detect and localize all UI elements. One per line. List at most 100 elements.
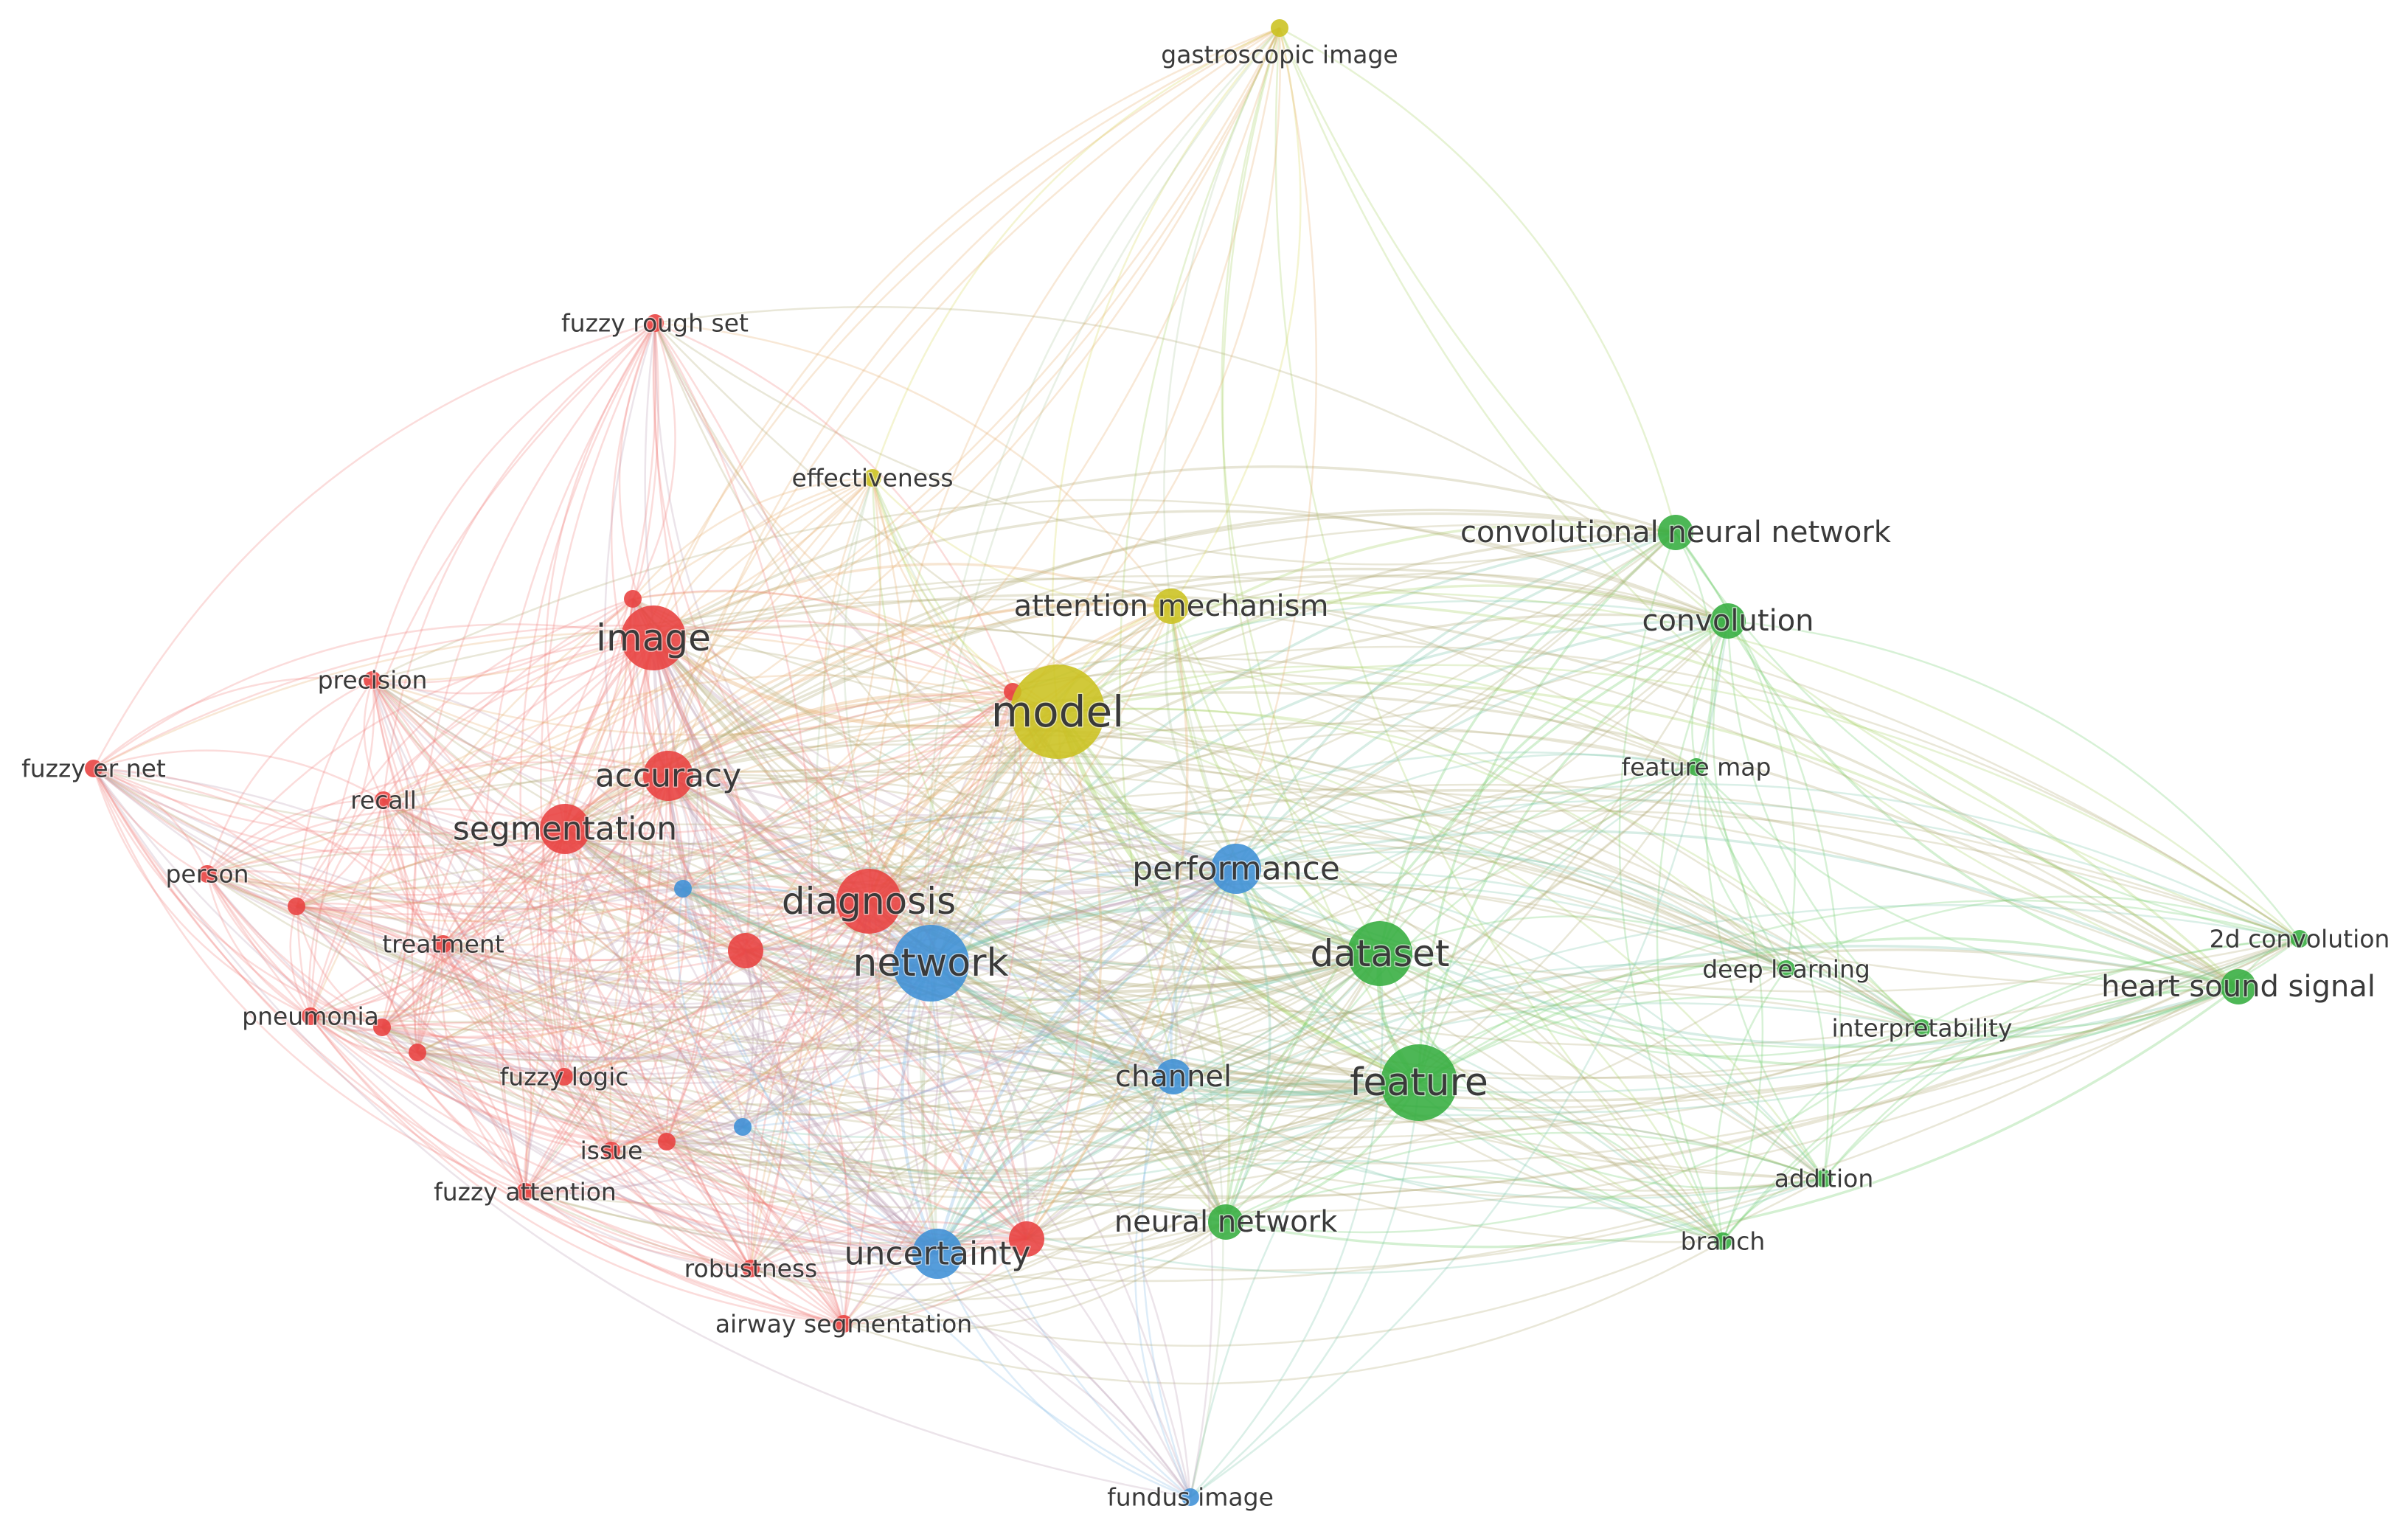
- link-segmentation-performance: [564, 827, 1237, 926]
- node-fuzzy-attention[interactable]: [516, 1183, 534, 1201]
- link-branch-model: [1057, 710, 1724, 1242]
- link-red_node_e-accuracy: [381, 775, 670, 1029]
- link-red_node_e-fuzzy_rough_set: [381, 322, 657, 1028]
- node-feature-map[interactable]: [1687, 758, 1705, 776]
- node-dataset[interactable]: [1347, 921, 1412, 986]
- node-pneumonia[interactable]: [302, 1007, 319, 1025]
- link-fuzzy_logic-red_node_e: [381, 1023, 565, 1077]
- node-red-node-g[interactable]: [658, 1133, 676, 1150]
- node-treatment[interactable]: [434, 935, 452, 953]
- link-recall-robustness: [382, 799, 752, 1270]
- node-performance[interactable]: [1211, 844, 1261, 894]
- node-recall[interactable]: [375, 791, 392, 809]
- link-image-performance: [652, 636, 1237, 871]
- node-fuzzy-rough-set[interactable]: [646, 314, 664, 332]
- link-fuzzy_rough_set-dataset: [653, 322, 1381, 955]
- link-heart_sound_signal-uncertainty: [937, 945, 2239, 1255]
- link-fuzzy_er_net-convolutional_neural_network: [93, 531, 1676, 846]
- node-convolutional-neural-network[interactable]: [1658, 515, 1693, 550]
- link-performance-uncertainty: [935, 867, 1238, 1254]
- node-interpretability[interactable]: [1913, 1019, 1931, 1037]
- node-network[interactable]: [892, 925, 969, 1002]
- link-person-pneumonia: [206, 873, 311, 1018]
- node-red-node-d[interactable]: [288, 898, 305, 915]
- link-person-fuzzy_logic: [206, 873, 565, 1078]
- node-convolution[interactable]: [1710, 603, 1746, 639]
- node-airway-segmentation[interactable]: [835, 1315, 853, 1333]
- node-diagnosis[interactable]: [836, 869, 901, 934]
- node-addition[interactable]: [1815, 1170, 1833, 1187]
- link-issue-airway_segmentation: [610, 1150, 844, 1325]
- link-fuzzy_rough_set-diagnosis: [652, 322, 870, 902]
- node-fuzzy-er-net[interactable]: [85, 760, 103, 777]
- link-blue_node_a-model: [682, 711, 1058, 890]
- node-red-node-f[interactable]: [409, 1044, 426, 1061]
- link-treatment-fuzzy_rough_set: [443, 322, 659, 945]
- link-addition-red_node_h: [1026, 1117, 1825, 1240]
- link-model-fuzzy_er_net: [93, 631, 1058, 770]
- node-fuzzy-logic[interactable]: [555, 1068, 573, 1086]
- link-attention_mechanism-treatment: [443, 605, 1172, 945]
- node-effectiveness[interactable]: [864, 469, 881, 487]
- link-recall-feature: [383, 799, 1420, 1100]
- link-fuzzy_er_net-diagnosis: [93, 767, 870, 934]
- node-issue[interactable]: [603, 1142, 620, 1159]
- node-blue-node-b[interactable]: [734, 1118, 752, 1136]
- link-effectiveness-pneumonia: [309, 476, 873, 1017]
- link-image-red_node_f: [416, 636, 654, 1053]
- node-branch[interactable]: [1714, 1232, 1732, 1250]
- link-treatment-red_node_g: [442, 943, 667, 1143]
- link-person-airway_segmentation: [206, 873, 844, 1325]
- node-red-node-b[interactable]: [624, 590, 642, 608]
- node-blue-node-a[interactable]: [674, 880, 692, 898]
- node-deep-learning[interactable]: [1777, 960, 1795, 978]
- node-channel[interactable]: [1156, 1059, 1191, 1094]
- node-heart-sound-signal[interactable]: [2221, 969, 2256, 1004]
- link-image-diagnosis: [651, 637, 870, 903]
- node-fundus-image[interactable]: [1182, 1488, 1199, 1506]
- node-red-node-h[interactable]: [1009, 1221, 1044, 1257]
- link-deep_learning-fuzzy_logic: [563, 882, 1787, 1078]
- link-recall-heart_sound_signal: [383, 799, 2239, 1109]
- link-airway_segmentation-feature: [843, 1082, 1420, 1325]
- node-robustness[interactable]: [742, 1260, 760, 1277]
- link-gastroscopic_image-segmentation: [563, 27, 1280, 830]
- link-red_node_d-model: [296, 711, 1058, 923]
- link-segmentation-issue: [548, 828, 613, 1151]
- link-treatment-red_node_h: [443, 943, 1027, 1240]
- node-gastroscopic-image[interactable]: [1271, 19, 1288, 37]
- label-feature-map: feature map: [1622, 753, 1772, 782]
- link-red_node_a-effectiveness: [745, 477, 881, 951]
- link-robustness-red_node_a: [744, 950, 785, 1269]
- link-fuzzy_attention-uncertainty: [524, 1190, 938, 1274]
- node-segmentation[interactable]: [540, 804, 590, 854]
- link-blue_node_b-addition: [742, 1125, 1825, 1274]
- link-red_node_b-convolution: [632, 597, 1729, 732]
- link-fuzzy_rough_set-precision: [371, 322, 656, 681]
- node-feature[interactable]: [1381, 1044, 1457, 1121]
- node-person[interactable]: [198, 865, 216, 883]
- node-red-node-a[interactable]: [728, 933, 763, 968]
- link-precision-segmentation: [371, 679, 566, 830]
- link-image-uncertainty: [651, 637, 939, 1255]
- node-uncertainty[interactable]: [912, 1229, 962, 1279]
- node-model[interactable]: [1010, 664, 1105, 759]
- link-pneumonia-airway_segmentation: [309, 1016, 844, 1325]
- link-gastroscopic_image-effectiveness: [871, 27, 1280, 479]
- node-neural-network[interactable]: [1208, 1204, 1243, 1240]
- label-accuracy: accuracy: [595, 757, 742, 795]
- link-interpretability-model: [1057, 708, 1923, 1029]
- link-attention_mechanism-fuzzy_rough_set: [654, 322, 1172, 607]
- link-effectiveness-red_node_c: [871, 477, 1013, 693]
- link-feature_map-convolutional_neural_network: [1674, 532, 1714, 768]
- node-accuracy[interactable]: [643, 751, 693, 801]
- node-image[interactable]: [621, 605, 686, 670]
- node-red-node-e[interactable]: [373, 1018, 391, 1036]
- link-red_node_c-red_node_b: [632, 589, 1013, 693]
- link-accuracy-feature: [667, 774, 1420, 1085]
- node-2d-convolution[interactable]: [2291, 930, 2308, 948]
- link-issue-red_node_h: [611, 1149, 1027, 1252]
- node-attention-mechanism[interactable]: [1153, 589, 1189, 624]
- node-precision[interactable]: [364, 671, 381, 689]
- link-airway_segmentation-fuzzy_logic: [563, 1075, 845, 1325]
